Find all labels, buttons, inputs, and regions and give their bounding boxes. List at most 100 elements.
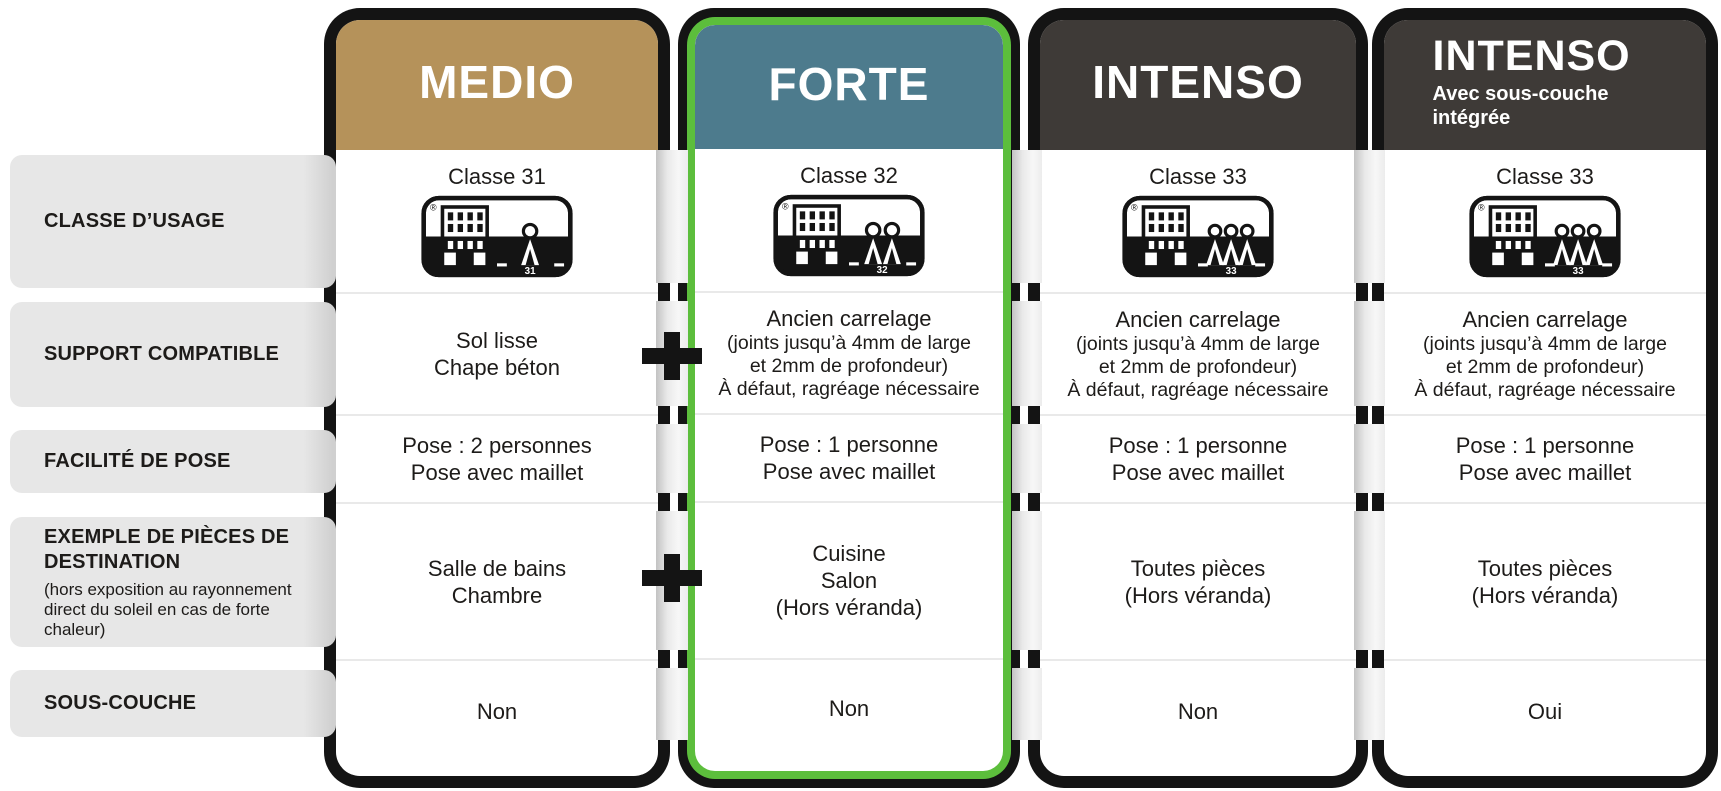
text-line: Pose : 1 personne xyxy=(1455,433,1635,458)
row-label-note: (hors exposition au rayonnement direct d… xyxy=(44,579,292,639)
card-gap-shadow xyxy=(1012,424,1042,493)
text-line: Toutes pièces xyxy=(1130,555,1266,581)
product-header: FORTE xyxy=(695,25,1003,149)
svg-text:®: ® xyxy=(782,202,789,212)
support-row: Ancien carrelage (joints jusqu’à 4mm de … xyxy=(695,291,1003,413)
text-line: Pose avec maillet xyxy=(1458,460,1632,485)
row-label-title: FACILITÉ DE POSE xyxy=(44,450,231,472)
card-gap-shadow xyxy=(656,668,688,740)
usage-class-label: Classe 33 xyxy=(1149,164,1247,189)
svg-text:®: ® xyxy=(1478,203,1485,213)
usage-class-row: Classe 33 ®33 xyxy=(1040,150,1356,292)
usage-class-icon: ®32 xyxy=(773,194,925,277)
product-card: INTENSO Classe 33 ®33 Ancien carrelage (… xyxy=(1028,8,1368,788)
pieces-row: Toutes pièces(Hors véranda) xyxy=(1384,502,1706,659)
card-gap-shadow xyxy=(1354,668,1385,740)
product-header-text: MEDIO xyxy=(419,55,575,108)
svg-text:®: ® xyxy=(1131,203,1138,213)
card-gap-shadow xyxy=(1012,150,1042,283)
text-line: À défaut, ragréage nécessaire xyxy=(1067,379,1329,401)
card-gap-shadow xyxy=(656,424,688,493)
text-line: À défaut, ragréage nécessaire xyxy=(718,378,980,400)
product-header: INTENSO Avec sous-couche intégrée xyxy=(1384,20,1706,150)
sous-couche-row: Non xyxy=(1040,659,1356,776)
card-gap-shadow xyxy=(656,150,688,283)
plus-connector-icon xyxy=(642,554,702,602)
sous-couche-value: Non xyxy=(828,696,870,721)
plus-connector-icon xyxy=(642,332,702,380)
card-gap-shadow xyxy=(1354,150,1385,283)
row-label-title: SOUS-COUCHE xyxy=(44,692,197,714)
sous-couche-value: Non xyxy=(1177,699,1219,724)
product-name: INTENSO xyxy=(1092,55,1304,108)
support-main-text: Ancien carrelage xyxy=(1462,306,1627,333)
plus-bar xyxy=(664,554,680,602)
row-label-facilite-de-pose: FACILITÉ DE POSE xyxy=(10,430,336,493)
product-card: FORTE Classe 32 ®32 Ancien carrelage (jo… xyxy=(678,8,1020,788)
text-line: Pose : 1 personne xyxy=(759,432,939,457)
product-header-text: INTENSO xyxy=(1092,55,1304,108)
card-gap-shadow xyxy=(1012,301,1042,406)
card-gap-shadow xyxy=(1012,668,1042,740)
product-rows: Classe 32 ®32 Ancien carrelage (joints j… xyxy=(695,149,1003,771)
row-label-support-compatible: SUPPORT COMPATIBLE xyxy=(10,302,336,407)
product-header-text: INTENSO Avec sous-couche intégrée xyxy=(1433,34,1658,129)
row-label-exemple-pieces: EXEMPLE DE PIÈCES DE DESTINATION (hors e… xyxy=(10,517,336,647)
usage-class-label: Classe 31 xyxy=(448,164,546,189)
support-row: Ancien carrelage (joints jusqu’à 4mm de … xyxy=(1040,292,1356,414)
product-header: MEDIO xyxy=(336,20,658,150)
text-line: et 2mm de profondeur) xyxy=(1445,356,1645,378)
text-line: Salon xyxy=(820,568,878,593)
text-line: (Hors véranda) xyxy=(775,595,923,620)
usage-class-row: Classe 31 ®31 xyxy=(336,150,658,292)
usage-class-row: Classe 33 ®33 xyxy=(1384,150,1706,292)
text-line: À défaut, ragréage nécessaire xyxy=(1414,379,1676,401)
row-label-title: EXEMPLE DE PIÈCES DE DESTINATION xyxy=(44,525,290,573)
support-row: Ancien carrelage (joints jusqu’à 4mm de … xyxy=(1384,292,1706,414)
card-gap-shadow xyxy=(1012,511,1042,650)
sous-couche-value: Non xyxy=(476,699,518,724)
product-name: INTENSO xyxy=(1432,32,1631,81)
text-line: Chape béton xyxy=(434,355,560,380)
card-body-surface: FORTE Classe 32 ®32 Ancien carrelage (jo… xyxy=(695,25,1003,771)
product-rows: Classe 33 ®33 Ancien carrelage (joints j… xyxy=(1040,150,1356,776)
row-label-title: CLASSE D’USAGE xyxy=(44,210,225,232)
card-body-surface: INTENSO Classe 33 ®33 Ancien carrelage (… xyxy=(1040,20,1356,776)
usage-class-icon: ®33 xyxy=(1122,195,1274,278)
product-header: INTENSO xyxy=(1040,20,1356,150)
card-gap-shadow xyxy=(1354,511,1385,650)
text-line: (Hors véranda) xyxy=(1124,582,1272,608)
text-line: Ancien carrelage xyxy=(1462,307,1628,332)
card-gap-shadow xyxy=(1354,301,1385,406)
text-line: (joints jusqu’à 4mm de large xyxy=(727,332,971,354)
product-name: FORTE xyxy=(768,57,930,110)
support-main-text: Ancien carrelage xyxy=(766,305,931,332)
text-line: Chambre xyxy=(451,582,543,608)
svg-text:33: 33 xyxy=(1573,266,1584,277)
product-name: MEDIO xyxy=(419,55,575,108)
sous-couche-row: Non xyxy=(336,659,658,776)
row-label-classe-usage: CLASSE D’USAGE xyxy=(10,155,336,288)
text-line: Pose : 2 personnes xyxy=(402,433,592,458)
svg-text:®: ® xyxy=(430,203,437,213)
product-card: INTENSO Avec sous-couche intégrée Classe… xyxy=(1372,8,1718,788)
plus-bar xyxy=(664,332,680,380)
usage-class-row: Classe 32 ®32 xyxy=(695,149,1003,291)
product-header-text: FORTE xyxy=(768,57,930,110)
card-body-surface: INTENSO Avec sous-couche intégrée Classe… xyxy=(1384,20,1706,776)
text-line: Ancien carrelage xyxy=(1115,307,1281,332)
text-line: Toutes pièces xyxy=(1477,555,1613,581)
support-main-text: Ancien carrelage xyxy=(1115,306,1280,333)
text-line: (joints jusqu’à 4mm de large xyxy=(1076,333,1320,355)
text-line: et 2mm de profondeur) xyxy=(1098,356,1298,378)
